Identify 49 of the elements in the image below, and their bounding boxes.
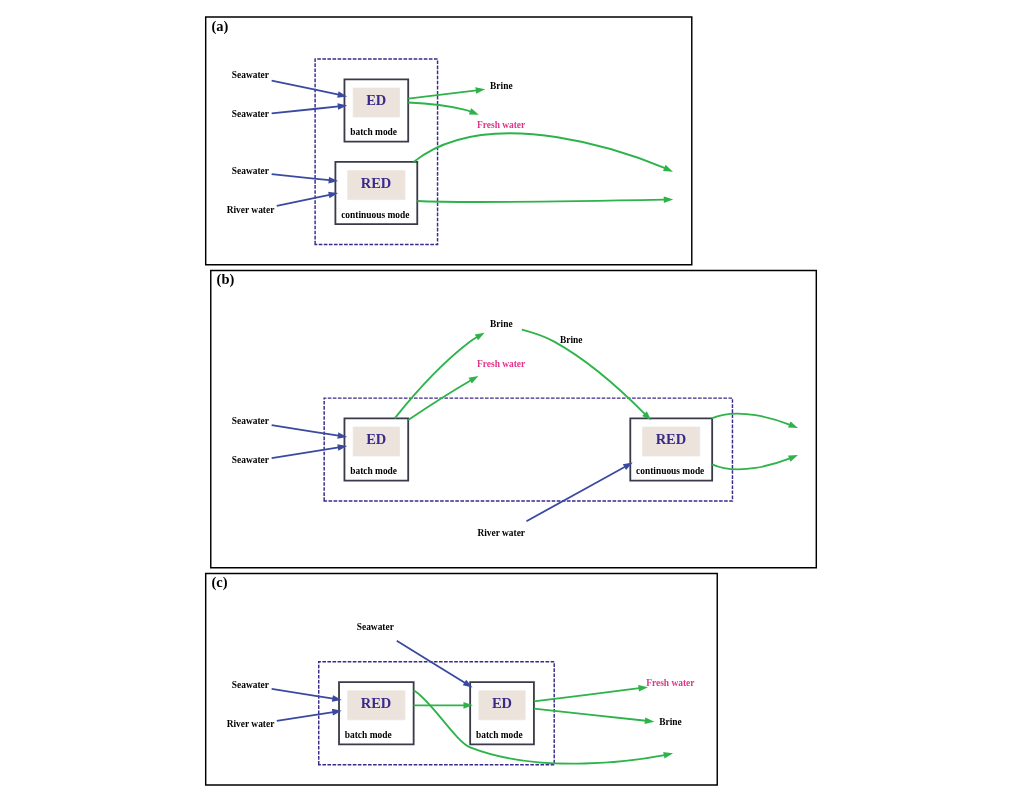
arrow <box>395 639 472 688</box>
node-text: Seawater <box>231 109 269 120</box>
node-text: River water <box>476 528 525 539</box>
cluster <box>317 661 555 766</box>
arrow <box>412 702 473 709</box>
arrow <box>270 173 338 184</box>
node-text: Seawater <box>231 165 269 176</box>
node-text: Fresh water <box>645 678 694 689</box>
arrow <box>406 87 485 100</box>
node-text: River water <box>226 204 274 215</box>
arrow <box>412 689 673 765</box>
arrow <box>270 444 347 459</box>
node-box: ED <box>478 690 526 721</box>
node-box: ED <box>352 426 400 457</box>
arrow <box>406 376 478 421</box>
arrow <box>270 687 342 702</box>
arrow <box>393 332 485 420</box>
arrow <box>415 196 673 203</box>
arrow <box>275 708 342 722</box>
node-box: RED <box>641 426 700 457</box>
arrow <box>532 707 654 724</box>
node-text: Brine <box>489 81 513 91</box>
node-text: Seawater <box>231 679 269 690</box>
arrow <box>525 462 633 523</box>
cluster <box>313 58 438 246</box>
arrow <box>710 412 798 429</box>
node-box: ED <box>352 87 400 118</box>
node-text: Brine <box>658 717 682 728</box>
arrow <box>406 101 479 115</box>
node-box: RED <box>346 690 405 721</box>
arrow <box>412 132 673 172</box>
node-text: Brine <box>489 319 513 330</box>
node-text: Fresh water <box>476 120 525 131</box>
node-box: RED <box>346 170 405 200</box>
arrow <box>275 191 338 207</box>
node-text: River water <box>226 718 274 729</box>
node-text: Seawater <box>231 454 269 465</box>
node-text: Seawater <box>231 70 269 81</box>
arrow <box>270 103 347 115</box>
node-text: Seawater <box>356 622 394 633</box>
arrow <box>520 328 651 421</box>
cluster <box>322 397 733 502</box>
node-text: Seawater <box>231 415 269 426</box>
node-text: Fresh water <box>476 358 525 369</box>
arrow <box>270 424 347 439</box>
arrow <box>270 79 347 98</box>
arrow <box>710 455 798 471</box>
edge-label: Brine <box>559 334 582 345</box>
arrow <box>532 685 648 703</box>
